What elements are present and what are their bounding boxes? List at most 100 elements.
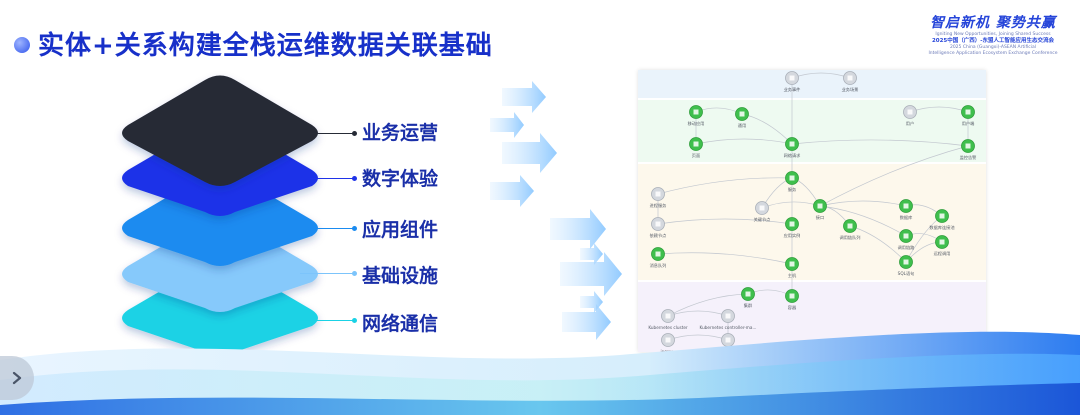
next-slide-button[interactable]	[0, 356, 34, 400]
leader-line-application	[310, 228, 354, 229]
topology-node-glyph	[693, 109, 699, 115]
topology-node-label: 页面	[692, 153, 700, 159]
topology-node-label: 主机	[788, 272, 797, 279]
topology-node[interactable]: 数据库	[899, 199, 913, 222]
leader-dot-business	[352, 131, 357, 136]
topology-edge-18	[657, 218, 793, 225]
topology-node[interactable]: 调用链路	[898, 229, 916, 252]
topology-node-glyph	[655, 251, 661, 257]
topology-node-glyph	[907, 109, 913, 115]
page-title: 实体+关系构建全栈运维数据关联基础	[38, 31, 493, 61]
topology-edge-21	[657, 252, 793, 265]
decorative-wave-footer	[0, 331, 1080, 415]
topology-edge-9	[657, 177, 793, 195]
topology-node-label: 调用链路	[898, 244, 916, 251]
topology-node[interactable]: 容器	[785, 289, 799, 312]
leader-dot-experience	[352, 176, 357, 181]
topology-node-label: SQL语句	[898, 270, 915, 277]
topology-edge-5	[695, 138, 793, 145]
topology-node[interactable]: 移动应用	[688, 105, 705, 128]
topology-node-glyph	[665, 337, 671, 343]
topology-node[interactable]: 网络请求	[784, 137, 802, 160]
leader-dot-application	[352, 226, 357, 231]
brand-tagline-en: Igniting New Opportunities, Joining Shar…	[935, 32, 1051, 37]
topology-node[interactable]: SQL语句	[898, 255, 915, 278]
topology-node[interactable]: Kubernetes cluster	[648, 309, 688, 331]
topology-node[interactable]: 远程调用	[934, 235, 951, 258]
topology-node[interactable]: 数据库连接池	[929, 209, 955, 232]
topology-node-glyph	[789, 75, 795, 81]
topology-edge-31	[819, 145, 969, 207]
arrow-icon	[562, 304, 611, 340]
topology-node-label: 业务场景	[842, 86, 859, 93]
topology-node-glyph	[939, 239, 945, 245]
topology-node[interactable]: 业务场景	[842, 71, 859, 94]
topology-node[interactable]: 通用	[735, 107, 749, 130]
topology-node-glyph	[759, 205, 765, 211]
topology-node[interactable]: 服务	[785, 171, 799, 194]
layer-application-components	[122, 170, 318, 266]
topology-node-glyph	[965, 109, 971, 115]
topology-node-glyph	[789, 221, 795, 227]
topology-node[interactable]: 用户端	[961, 105, 975, 128]
title-bullet-dot	[14, 37, 30, 53]
arrow-icon	[502, 81, 546, 113]
brand-slogan: 智启新机 聚势共赢	[930, 15, 1056, 31]
topology-edge-6	[791, 139, 969, 147]
topology-node[interactable]: 用户	[903, 105, 917, 128]
topology-node-label: 消息队列	[650, 262, 667, 269]
topology-node-label: 网络请求	[784, 152, 802, 159]
leader-line-business	[312, 133, 354, 134]
arrow-icon	[502, 133, 557, 173]
topology-node[interactable]: 接口	[813, 199, 827, 222]
topology-node-label: 数据库	[900, 214, 913, 221]
topology-node-label: 依赖节点	[650, 232, 667, 239]
leader-line-infrastructure	[300, 273, 354, 274]
leader-dot-infrastructure	[352, 271, 357, 276]
topology-node[interactable]: 进程服务	[650, 187, 668, 210]
topology-node-glyph	[789, 293, 795, 299]
topology-node-glyph	[817, 203, 823, 209]
topology-node[interactable]: 业务事件	[784, 71, 801, 94]
topology-node-glyph	[693, 141, 699, 147]
layer-label-network-communication: 网络通信	[362, 313, 439, 335]
brand-conference-en-2: Intelligence Application Ecosystem Excha…	[928, 51, 1058, 56]
arrow-icon	[550, 209, 606, 249]
topology-edge-12	[819, 200, 907, 207]
topology-edge-14	[819, 205, 907, 237]
topology-node[interactable]: 调用链队列	[840, 219, 861, 242]
topology-graph-panel: 业务事件业务场景移动应用 通用 用户用户端页面 网络请求 监控告警服务接口 进程服务依赖节…	[638, 70, 986, 355]
topology-node-glyph	[789, 175, 795, 181]
topology-node-glyph	[789, 261, 795, 267]
topology-node[interactable]: 集群	[741, 287, 755, 310]
topology-node[interactable]: 页面	[689, 137, 703, 160]
topology-node-label: 移动应用	[688, 120, 705, 127]
topology-node-label: 监控告警	[960, 154, 978, 161]
topology-node-glyph	[655, 191, 661, 197]
topology-node[interactable]: 监控告警	[960, 139, 978, 162]
leader-line-experience	[310, 178, 354, 179]
brand-conference-en-1: 2025 China (Guangxi)-ASEAN Artificial	[949, 45, 1037, 50]
topology-node[interactable]: 依赖节点	[650, 217, 667, 240]
topology-node[interactable]: 关键节点	[754, 201, 771, 224]
leader-line-network	[300, 320, 354, 321]
arrow-icon	[560, 252, 622, 296]
topology-node-label: 数据库连接池	[929, 224, 955, 231]
topology-band-2	[638, 164, 986, 280]
topology-node[interactable]: 消息队列	[650, 247, 667, 270]
conference-brand-logo: 智启新机 聚势共赢 Igniting New Opportunities, Jo…	[918, 12, 1068, 57]
topology-node[interactable]: 主机	[785, 257, 799, 280]
leader-dot-network	[352, 318, 357, 323]
topology-node-label: 容器	[788, 304, 797, 311]
topology-node-label: 进程服务	[650, 202, 668, 209]
topology-node-label: 服务	[788, 186, 797, 193]
topology-node-glyph	[847, 223, 853, 229]
topology-node[interactable]: 应用实例	[784, 217, 801, 240]
topology-node-glyph	[745, 291, 751, 297]
topology-node-glyph	[847, 75, 853, 81]
topology-node-label: Kubernetes cluster	[648, 325, 688, 330]
topology-node-glyph	[789, 141, 795, 147]
topology-node[interactable]: Kubernetes controller-ma...	[700, 309, 757, 331]
topology-node-label: 用户端	[962, 120, 975, 127]
topology-node-glyph	[965, 143, 971, 149]
